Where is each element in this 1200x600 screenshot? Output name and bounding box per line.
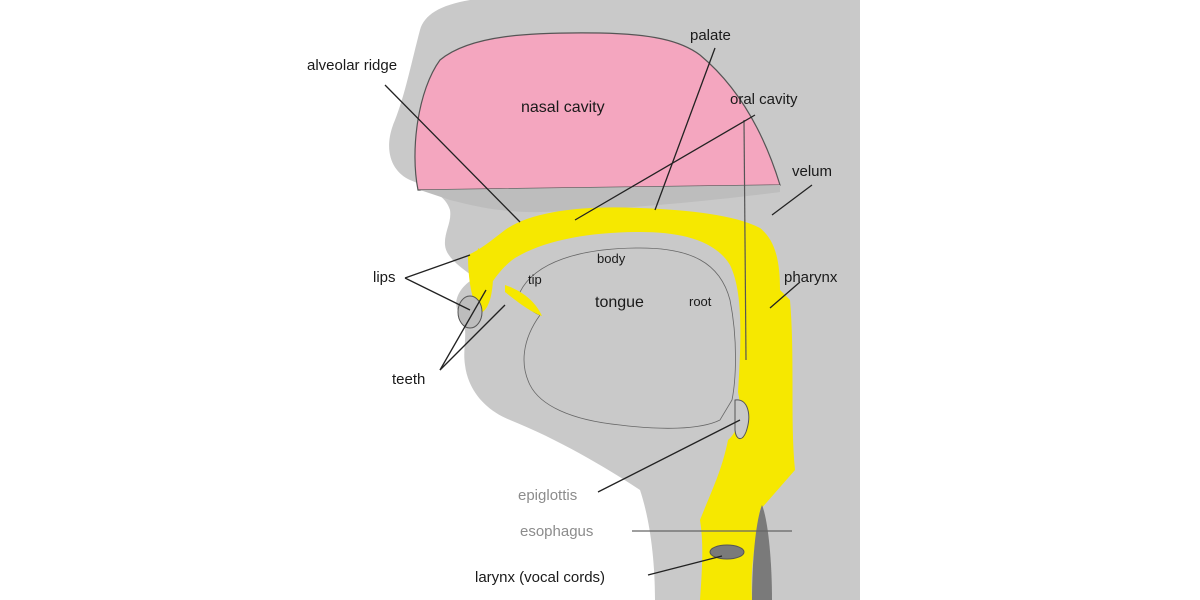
label-larynx: larynx (vocal cords) <box>475 569 605 586</box>
label-tongue: tongue <box>595 294 644 311</box>
leader-lips-upper <box>404 254 471 279</box>
label-body: body <box>597 251 626 266</box>
label-esophagus: esophagus <box>520 523 593 540</box>
tongue-tip-gap <box>505 285 542 316</box>
hard-palate-band <box>420 185 780 213</box>
label-palate: palate <box>690 27 731 44</box>
leader-lips-lower <box>404 277 471 311</box>
tongue-region <box>519 247 736 429</box>
leader-epiglottis <box>597 419 741 493</box>
pharynx-guide-line <box>743 119 747 361</box>
leader-teeth-1 <box>439 289 487 371</box>
larynx-opening <box>709 544 745 560</box>
leader-larynx <box>647 555 723 576</box>
label-epiglottis: epiglottis <box>518 487 577 504</box>
leader-velum <box>771 184 813 216</box>
nasal-cavity-region <box>414 32 781 191</box>
leader-palate <box>654 47 716 211</box>
front-tooth-gap <box>476 248 493 313</box>
leader-teeth-2 <box>439 304 506 371</box>
label-lips: lips <box>373 269 396 286</box>
airway-region <box>468 207 795 600</box>
label-velum: velum <box>792 163 832 180</box>
leader-oral-cavity <box>574 114 756 221</box>
label-nasal-cavity: nasal cavity <box>521 99 605 116</box>
label-oral-cavity: oral cavity <box>730 91 798 108</box>
lower-lip <box>457 295 483 329</box>
label-tip: tip <box>528 272 542 287</box>
esophagus-shape <box>752 505 772 600</box>
label-root: root <box>689 294 712 309</box>
label-pharynx: pharynx <box>784 269 838 286</box>
label-alveolar-ridge: alveolar ridge <box>307 57 397 74</box>
label-teeth: teeth <box>392 371 425 388</box>
leader-alveolar-ridge <box>384 84 521 223</box>
leader-pharynx <box>769 281 801 309</box>
epiglottis-shape <box>734 399 750 439</box>
